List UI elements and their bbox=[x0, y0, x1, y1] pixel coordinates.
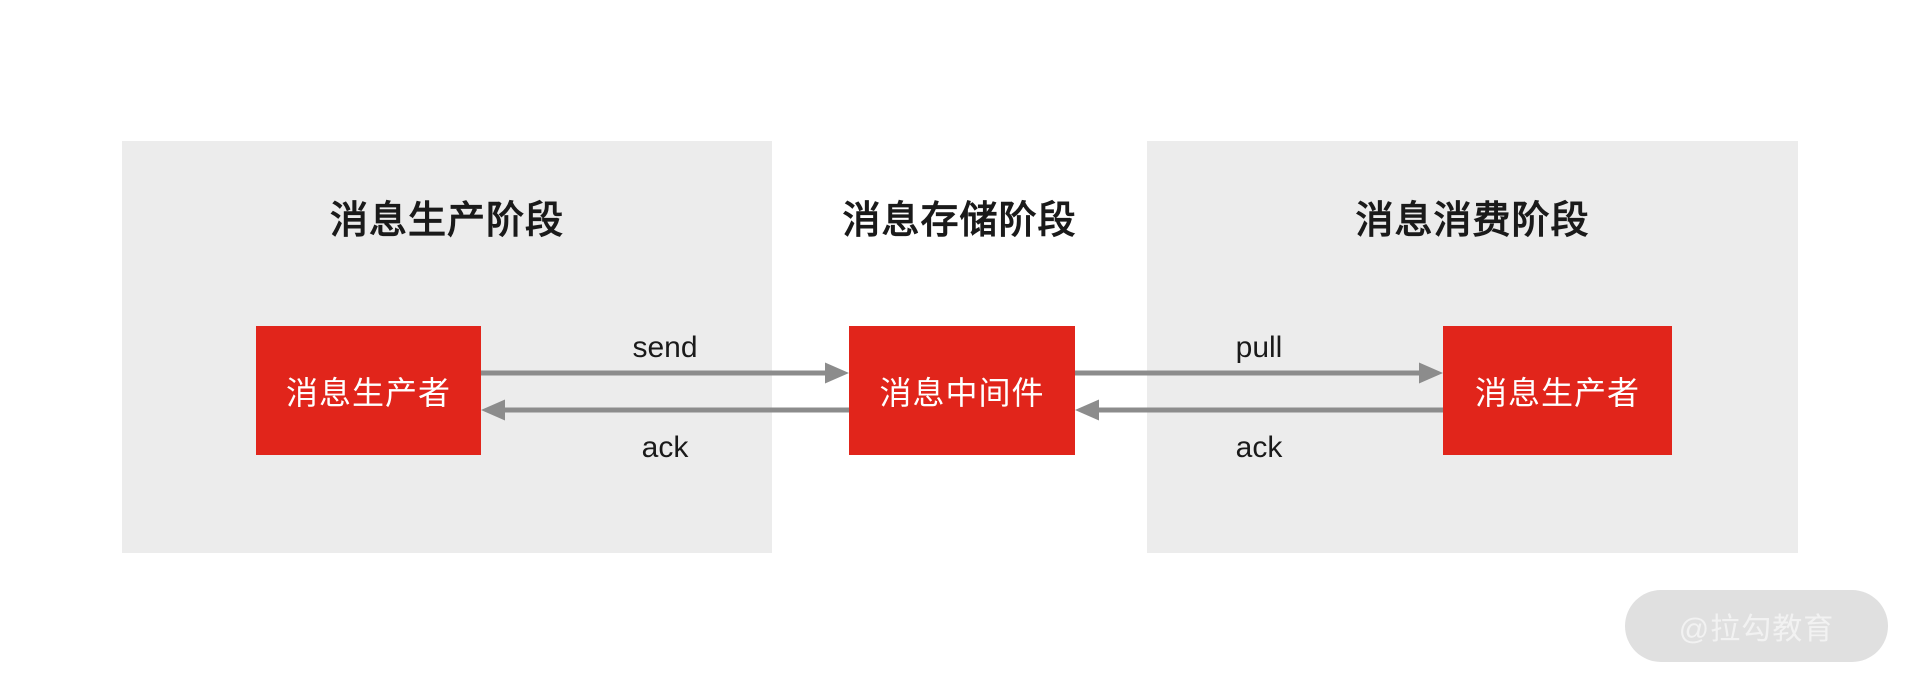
stage-title-produce: 消息生产阶段 bbox=[329, 200, 564, 242]
node-message-broker: 消息中间件 bbox=[849, 326, 1075, 455]
arrow-label-ack-left: ack bbox=[641, 431, 689, 464]
arrow-label-ack-right: ack bbox=[1235, 431, 1283, 464]
arrow-pull-right-icon bbox=[1075, 362, 1443, 384]
stage-title-consume: 消息消费阶段 bbox=[1355, 200, 1590, 242]
stage-title-store: 消息存储阶段 bbox=[842, 200, 1077, 242]
arrow-send-right-icon bbox=[481, 362, 849, 384]
arrow-label-send: send bbox=[632, 331, 698, 364]
arrow-label-pull: pull bbox=[1235, 331, 1283, 364]
watermark-badge: @拉勾教育 bbox=[1625, 590, 1888, 662]
node-message-producer: 消息生产者 bbox=[256, 326, 481, 455]
arrow-ack-left-icon bbox=[481, 399, 849, 421]
node-message-consumer: 消息生产者 bbox=[1443, 326, 1672, 455]
arrow-ack-right-icon bbox=[1075, 399, 1443, 421]
